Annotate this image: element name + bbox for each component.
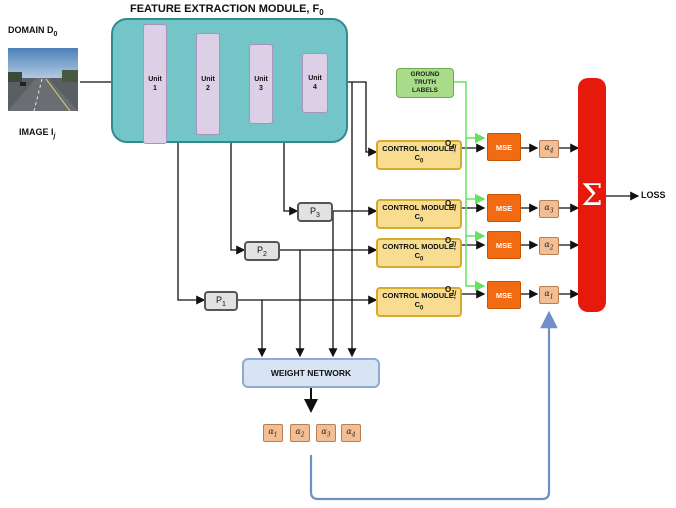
mse-box-3: MSE	[487, 194, 521, 222]
control-module-1: CONTROL MODULE, C0	[376, 287, 462, 317]
projection-p2: P2	[244, 241, 280, 261]
mse-box-4: MSE	[487, 133, 521, 161]
road-image	[8, 48, 78, 111]
projection-p1: P1	[204, 291, 238, 311]
weight-network: WEIGHT NETWORK	[242, 358, 380, 388]
mse-box-1: MSE	[487, 281, 521, 309]
mse-box-2: MSE	[487, 231, 521, 259]
alpha-output-4: α4	[341, 424, 361, 442]
alpha-weight-1: α1	[539, 286, 559, 304]
alpha-weight-4: α4	[539, 140, 559, 158]
control-module-3: CONTROL MODULE, C0	[376, 199, 462, 229]
control-module-4: CONTROL MODULE, C0	[376, 140, 462, 170]
output-label-4: O4j	[445, 139, 457, 151]
control-module-2: CONTROL MODULE, C0	[376, 238, 462, 268]
alpha-weight-3: α3	[539, 200, 559, 218]
sigma-sum: Σ	[578, 78, 606, 312]
image-label: IMAGE Ij	[19, 127, 56, 140]
alpha-output-3: α3	[316, 424, 336, 442]
alpha-weight-2: α2	[539, 237, 559, 255]
feature-module-title: FEATURE EXTRACTION MODULE, F0	[130, 3, 324, 18]
output-label-1: O1j	[445, 285, 457, 297]
projection-p3: P3	[297, 202, 333, 222]
output-label-3: O3j	[445, 199, 457, 211]
alpha-output-2: α2	[290, 424, 310, 442]
output-label-2: O2j	[445, 236, 457, 248]
domain-label: DOMAIN D0	[8, 25, 58, 38]
alpha-output-1: α1	[263, 424, 283, 442]
ground-truth-labels: GROUND TRUTH LABELS	[396, 68, 454, 98]
loss-label: LOSS	[641, 190, 666, 200]
